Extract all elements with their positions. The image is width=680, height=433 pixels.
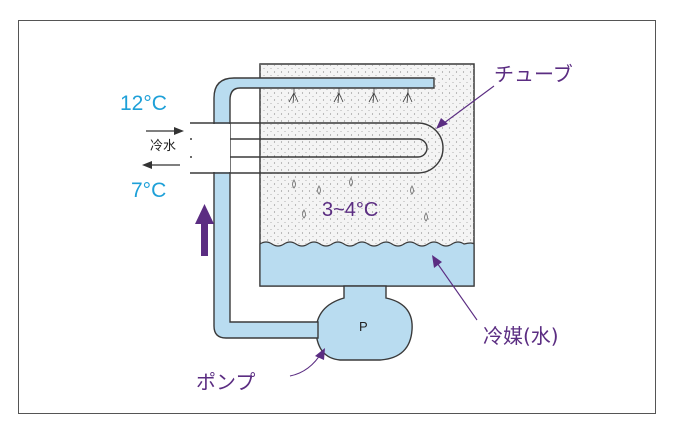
chamber-temp-label: 3~4°C	[322, 199, 379, 221]
inlet-temp-label: 12°C	[120, 92, 167, 115]
tube-label: チューブ	[494, 62, 573, 86]
spray-nozzles	[288, 88, 413, 104]
cold-water-tube	[190, 122, 444, 174]
pump-symbol-label: P	[359, 319, 368, 334]
recirculation-pipe	[213, 77, 435, 339]
outlet-temp-label: 7°C	[131, 179, 167, 202]
refrigerant-label: 冷媒(水)	[483, 324, 559, 348]
upward-flow-arrow	[195, 204, 214, 256]
droplets	[292, 177, 428, 222]
tube-inner-gap	[192, 124, 230, 172]
cold-water-label: 冷水	[150, 139, 177, 154]
pump-label: ポンプ	[196, 370, 256, 394]
flow-arrows	[142, 127, 184, 169]
leader-arrowheads	[315, 118, 448, 360]
refrigerant-pool	[259, 241, 475, 287]
pump	[315, 285, 413, 361]
